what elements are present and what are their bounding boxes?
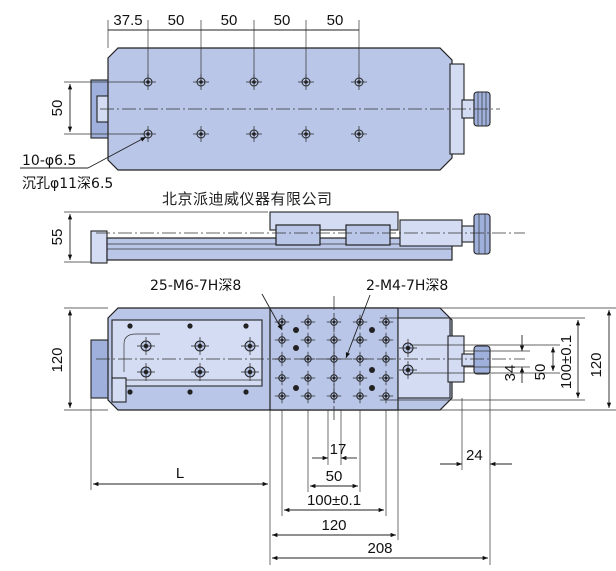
right-dim-120: 120 xyxy=(588,352,605,377)
m4-hole-0 xyxy=(293,345,299,351)
m6-thread-label: 25-M6-7H深8 xyxy=(150,278,241,294)
top-dim-50-b: 50 xyxy=(221,12,238,29)
length-L: L xyxy=(176,465,184,482)
plan-motor-mount xyxy=(397,317,451,399)
bottom-dim-100: 100±0.1 xyxy=(307,492,361,509)
right-dim-34: 34 xyxy=(502,365,519,382)
side-view: 55 xyxy=(49,211,525,264)
right-dim-50: 50 xyxy=(532,364,549,381)
counterbore-label: 沉孔φ11深6.5 xyxy=(22,176,113,192)
base-tap-5 xyxy=(243,389,249,395)
bottom-dim-50: 50 xyxy=(326,468,343,485)
top-dim-50-d: 50 xyxy=(327,12,344,29)
plan-base-plate xyxy=(111,319,263,387)
base-tap-1 xyxy=(187,323,193,329)
bottom-dim-120: 120 xyxy=(321,517,346,534)
base-tap-4 xyxy=(187,389,193,395)
top-dim-50-a: 50 xyxy=(168,12,185,29)
hole-spec-label: 10-φ6.5 xyxy=(22,153,76,169)
m4-hole-2 xyxy=(293,327,299,333)
side-carriage-block-a xyxy=(275,224,321,246)
left-dim-50: 50 xyxy=(49,100,66,117)
plan-limit-block xyxy=(111,377,127,403)
side-coupler xyxy=(461,225,475,243)
side-left-cap xyxy=(90,230,108,264)
side-dim-55: 55 xyxy=(49,229,66,246)
side-carriage-block-b xyxy=(345,224,391,246)
right-dim-100: 100±0.1 xyxy=(558,335,575,389)
dim-24: 24 xyxy=(466,447,483,464)
bottom-dim-208: 208 xyxy=(367,540,392,557)
m4-hole-1 xyxy=(369,367,375,373)
mounting-holes xyxy=(140,74,367,142)
m4-thread-label: 2-M4-7H深8 xyxy=(366,278,448,294)
base-tap-0 xyxy=(127,323,133,329)
m4-hole-5 xyxy=(369,327,375,333)
plan-view: 25-M6-7H深8 2-M4-7H深8 120 34 50 100±0.1 1… xyxy=(49,278,616,565)
bottom-dim-17: 17 xyxy=(330,441,347,458)
base-tap-2 xyxy=(243,323,249,329)
plan-knob xyxy=(473,345,491,375)
m4-hole-4 xyxy=(293,385,299,391)
base-tap-3 xyxy=(127,389,133,395)
side-knob xyxy=(473,213,491,255)
company-watermark: 北京派迪威仪器有限公司 xyxy=(162,190,333,208)
m4-hole-3 xyxy=(369,385,375,391)
top-view: 37.5 50 50 50 50 50 10-φ6.5 沉孔φ11深6.5 xyxy=(20,12,500,192)
top-dim-50-c: 50 xyxy=(274,12,291,29)
plan-holes xyxy=(127,314,417,404)
top-dim-37-5: 37.5 xyxy=(113,12,142,29)
plan-left-dim-120: 120 xyxy=(49,347,66,372)
